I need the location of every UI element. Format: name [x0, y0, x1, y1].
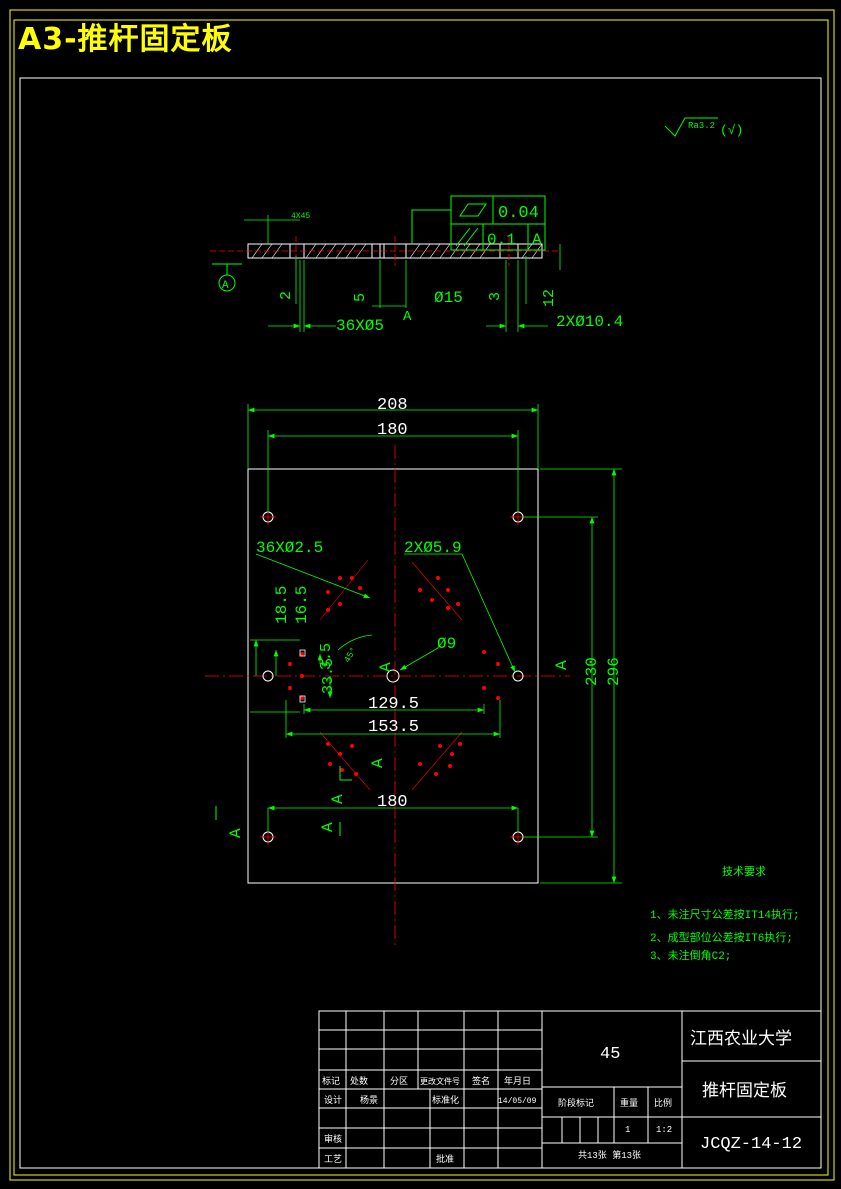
section-mark-mid: A [369, 758, 387, 768]
hdr-sign: 签名 [472, 1075, 490, 1087]
dim-2: 2 [278, 291, 295, 300]
roughness-suffix: (√) [720, 123, 743, 138]
section-mark-lower: A [329, 794, 347, 804]
scale-label: 比例 [654, 1097, 672, 1109]
tech-item-1: 1、未注尺寸公差按IT14执行; [650, 907, 800, 922]
flatness-icon [459, 203, 487, 217]
datum-marker: A [222, 280, 229, 292]
parallel-icon [455, 227, 471, 247]
dim-1535: 153.5 [368, 718, 419, 737]
dim-36x25: 36XØ2.5 [256, 539, 323, 557]
sheets: 共13张 第13张 [578, 1149, 641, 1161]
row-design-label: 设计 [324, 1094, 342, 1106]
tech-requirements: 技术要求 1、未注尺寸公差按IT14执行; 2、成型部位公差按IT6执行; 3、… [650, 865, 800, 963]
tech-item-3: 3、未注倒角C2; [650, 948, 731, 963]
section-mark-left: A [227, 828, 245, 838]
row-design-std: 标准化 [432, 1094, 459, 1106]
dim-36x5: 36XØ5 [336, 317, 384, 335]
dim-2x104: 2XØ10.4 [556, 313, 623, 331]
school: 江西农业大学 [690, 1029, 792, 1050]
hdr-date: 年月日 [504, 1075, 531, 1087]
roughness-value: Ra3.2 [688, 121, 715, 131]
part-name: 推杆固定板 [702, 1081, 787, 1102]
hdr-mark: 标记 [322, 1075, 340, 1087]
tech-heading: 技术要求 [722, 865, 766, 879]
dim-1295: 129.5 [368, 695, 419, 714]
dim-185: 18.5 [273, 586, 291, 624]
gdt-parallel-frame: 0.1 A [450, 223, 546, 251]
drawing-border [9, 9, 835, 1181]
datum-circle [218, 274, 236, 292]
title-block-text: 45 江西农业大学 推杆固定板 JCQZ-14-12 标记 处数 分区 更改文件… [322, 1029, 802, 1165]
dim-phi15: Ø15 [434, 289, 463, 307]
dim-296: 296 [605, 657, 623, 686]
material: 45 [600, 1045, 620, 1064]
scale-value: 1:2 [656, 1125, 672, 1135]
title-block [318, 1010, 822, 1169]
dim-5: 5 [352, 293, 369, 302]
dim-12: 12 [541, 289, 558, 307]
dim-180-bottom: 180 [377, 793, 408, 812]
hdr-count: 处数 [350, 1075, 368, 1087]
section-mark-bottom: A [319, 822, 337, 832]
tech-item-2: 2、成型部位公差按IT6执行; [650, 930, 793, 945]
section-view: 4X45 0.04 0.1 A A [210, 195, 623, 335]
hdr-change: 更改文件号 [420, 1076, 460, 1087]
dim-3: 3 [487, 292, 504, 301]
stage-label: 阶段标记 [558, 1097, 594, 1109]
chamfer-label: 4X45 [291, 212, 310, 221]
row-check: 审核 [324, 1133, 342, 1145]
gdt-parallel-value: 0.1 [487, 231, 516, 249]
weight-label: 重量 [620, 1097, 638, 1109]
gdt-datum: A [532, 231, 542, 249]
dim-208: 208 [377, 396, 408, 415]
dim-180-top: 180 [377, 421, 408, 440]
sheet-title: A3-推杆固定板 [18, 22, 233, 57]
angle-label: 45° [342, 646, 359, 665]
section-mark-right: A [553, 660, 571, 670]
dim-335: 33.5 [320, 658, 337, 694]
dim-phi9: Ø9 [437, 635, 456, 653]
section-label: A [403, 309, 412, 325]
row-craft: 工艺 [324, 1154, 342, 1165]
hdr-zone: 分区 [390, 1076, 408, 1087]
row-approve: 批准 [436, 1153, 454, 1165]
plan-view: 208 180 36XØ2.5 2XØ5.9 Ø9 18.5 16.5 3.5 … [205, 396, 623, 945]
dim-2x59: 2XØ5.9 [404, 539, 462, 557]
dim-230: 230 [583, 657, 601, 686]
gdt-flatness-value: 0.04 [498, 204, 539, 223]
section-mark-center: A [377, 662, 395, 672]
row-design-name: 杨景 [360, 1094, 378, 1106]
weight-value: 1 [625, 1125, 630, 1135]
dim-35: 3.5 [318, 643, 335, 670]
dim-165: 16.5 [293, 586, 311, 624]
row-design-date: 14/05/09 [498, 1097, 537, 1106]
roughness-symbol: Ra3.2 (√) [664, 117, 743, 138]
drawing-no: JCQZ-14-12 [700, 1135, 802, 1154]
gdt-flatness-frame: 0.04 [450, 195, 546, 225]
